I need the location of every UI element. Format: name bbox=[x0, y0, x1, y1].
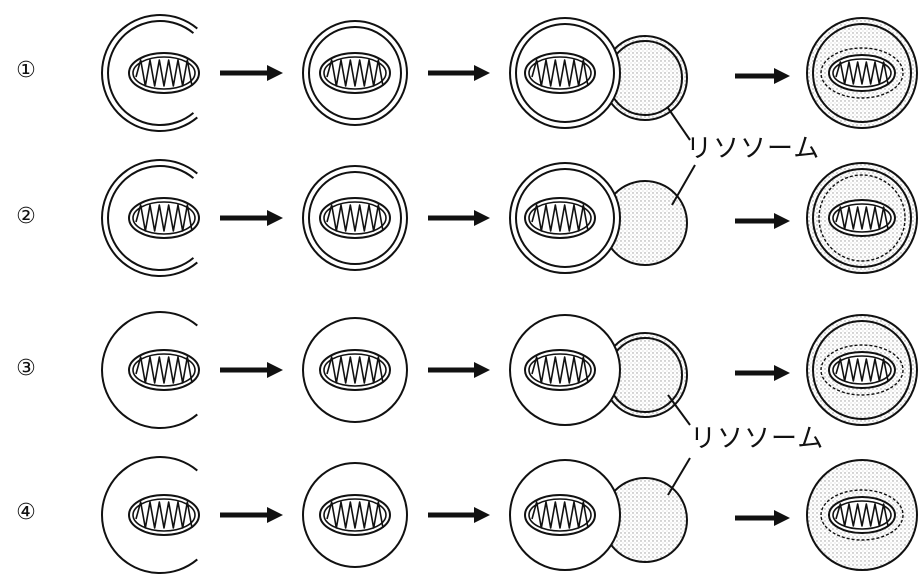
pathway-row-2 bbox=[101, 159, 918, 277]
mitochondrion-icon bbox=[319, 52, 391, 94]
autolysosome-icon bbox=[806, 162, 918, 274]
autolysosome-icon bbox=[806, 314, 918, 426]
row-number-1: ① bbox=[16, 58, 36, 83]
mitochondrion-icon bbox=[524, 197, 596, 239]
lysosome-label-top: リソソーム bbox=[686, 134, 821, 164]
arrow-icon bbox=[735, 365, 790, 381]
phagophore-icon bbox=[101, 456, 198, 574]
pathway-row-1 bbox=[101, 14, 918, 132]
leader-line bbox=[667, 457, 691, 496]
mitochondrion-icon bbox=[319, 197, 391, 239]
autolysosome-icon bbox=[806, 459, 918, 571]
arrow-icon bbox=[220, 507, 283, 523]
mitochondrion-icon bbox=[128, 52, 200, 94]
phagophore-icon bbox=[101, 14, 198, 132]
arrow-icon bbox=[220, 65, 283, 81]
arrow-icon bbox=[735, 213, 790, 229]
mitochondrion-icon bbox=[128, 349, 200, 391]
mitochondrion-icon bbox=[820, 489, 904, 541]
arrow-icon bbox=[428, 210, 490, 226]
leader-line bbox=[667, 394, 691, 426]
phagophore-icon bbox=[101, 159, 198, 277]
arrow-icon bbox=[735, 68, 790, 84]
mitochondrion-icon bbox=[524, 349, 596, 391]
arrow-icon bbox=[428, 65, 490, 81]
mitochondrion-icon bbox=[820, 344, 904, 396]
mitochondrion-icon bbox=[524, 494, 596, 536]
mitochondrion-icon bbox=[128, 197, 200, 239]
mitochondrion-icon bbox=[319, 494, 391, 536]
row-number-4: ④ bbox=[16, 500, 36, 525]
row-number-2: ② bbox=[16, 204, 36, 229]
leader-line bbox=[667, 107, 691, 141]
arrow-icon bbox=[220, 362, 283, 378]
mitochondrion-icon bbox=[319, 349, 391, 391]
leader-line bbox=[671, 164, 696, 206]
arrow-icon bbox=[220, 210, 283, 226]
row-number-3: ③ bbox=[16, 356, 36, 381]
pathway-row-3 bbox=[101, 311, 918, 429]
pathway-row-4 bbox=[101, 456, 918, 574]
mitochondrion-icon bbox=[828, 199, 896, 237]
phagophore-icon bbox=[101, 311, 198, 429]
autolysosome-icon bbox=[806, 17, 918, 129]
mitochondrion-icon bbox=[524, 52, 596, 94]
mitochondrion-icon bbox=[820, 47, 904, 99]
lysosome-label-bottom: リソソーム bbox=[690, 424, 825, 454]
arrow-icon bbox=[428, 362, 490, 378]
arrow-icon bbox=[428, 507, 490, 523]
arrow-icon bbox=[735, 510, 790, 526]
mitochondrion-icon bbox=[128, 494, 200, 536]
